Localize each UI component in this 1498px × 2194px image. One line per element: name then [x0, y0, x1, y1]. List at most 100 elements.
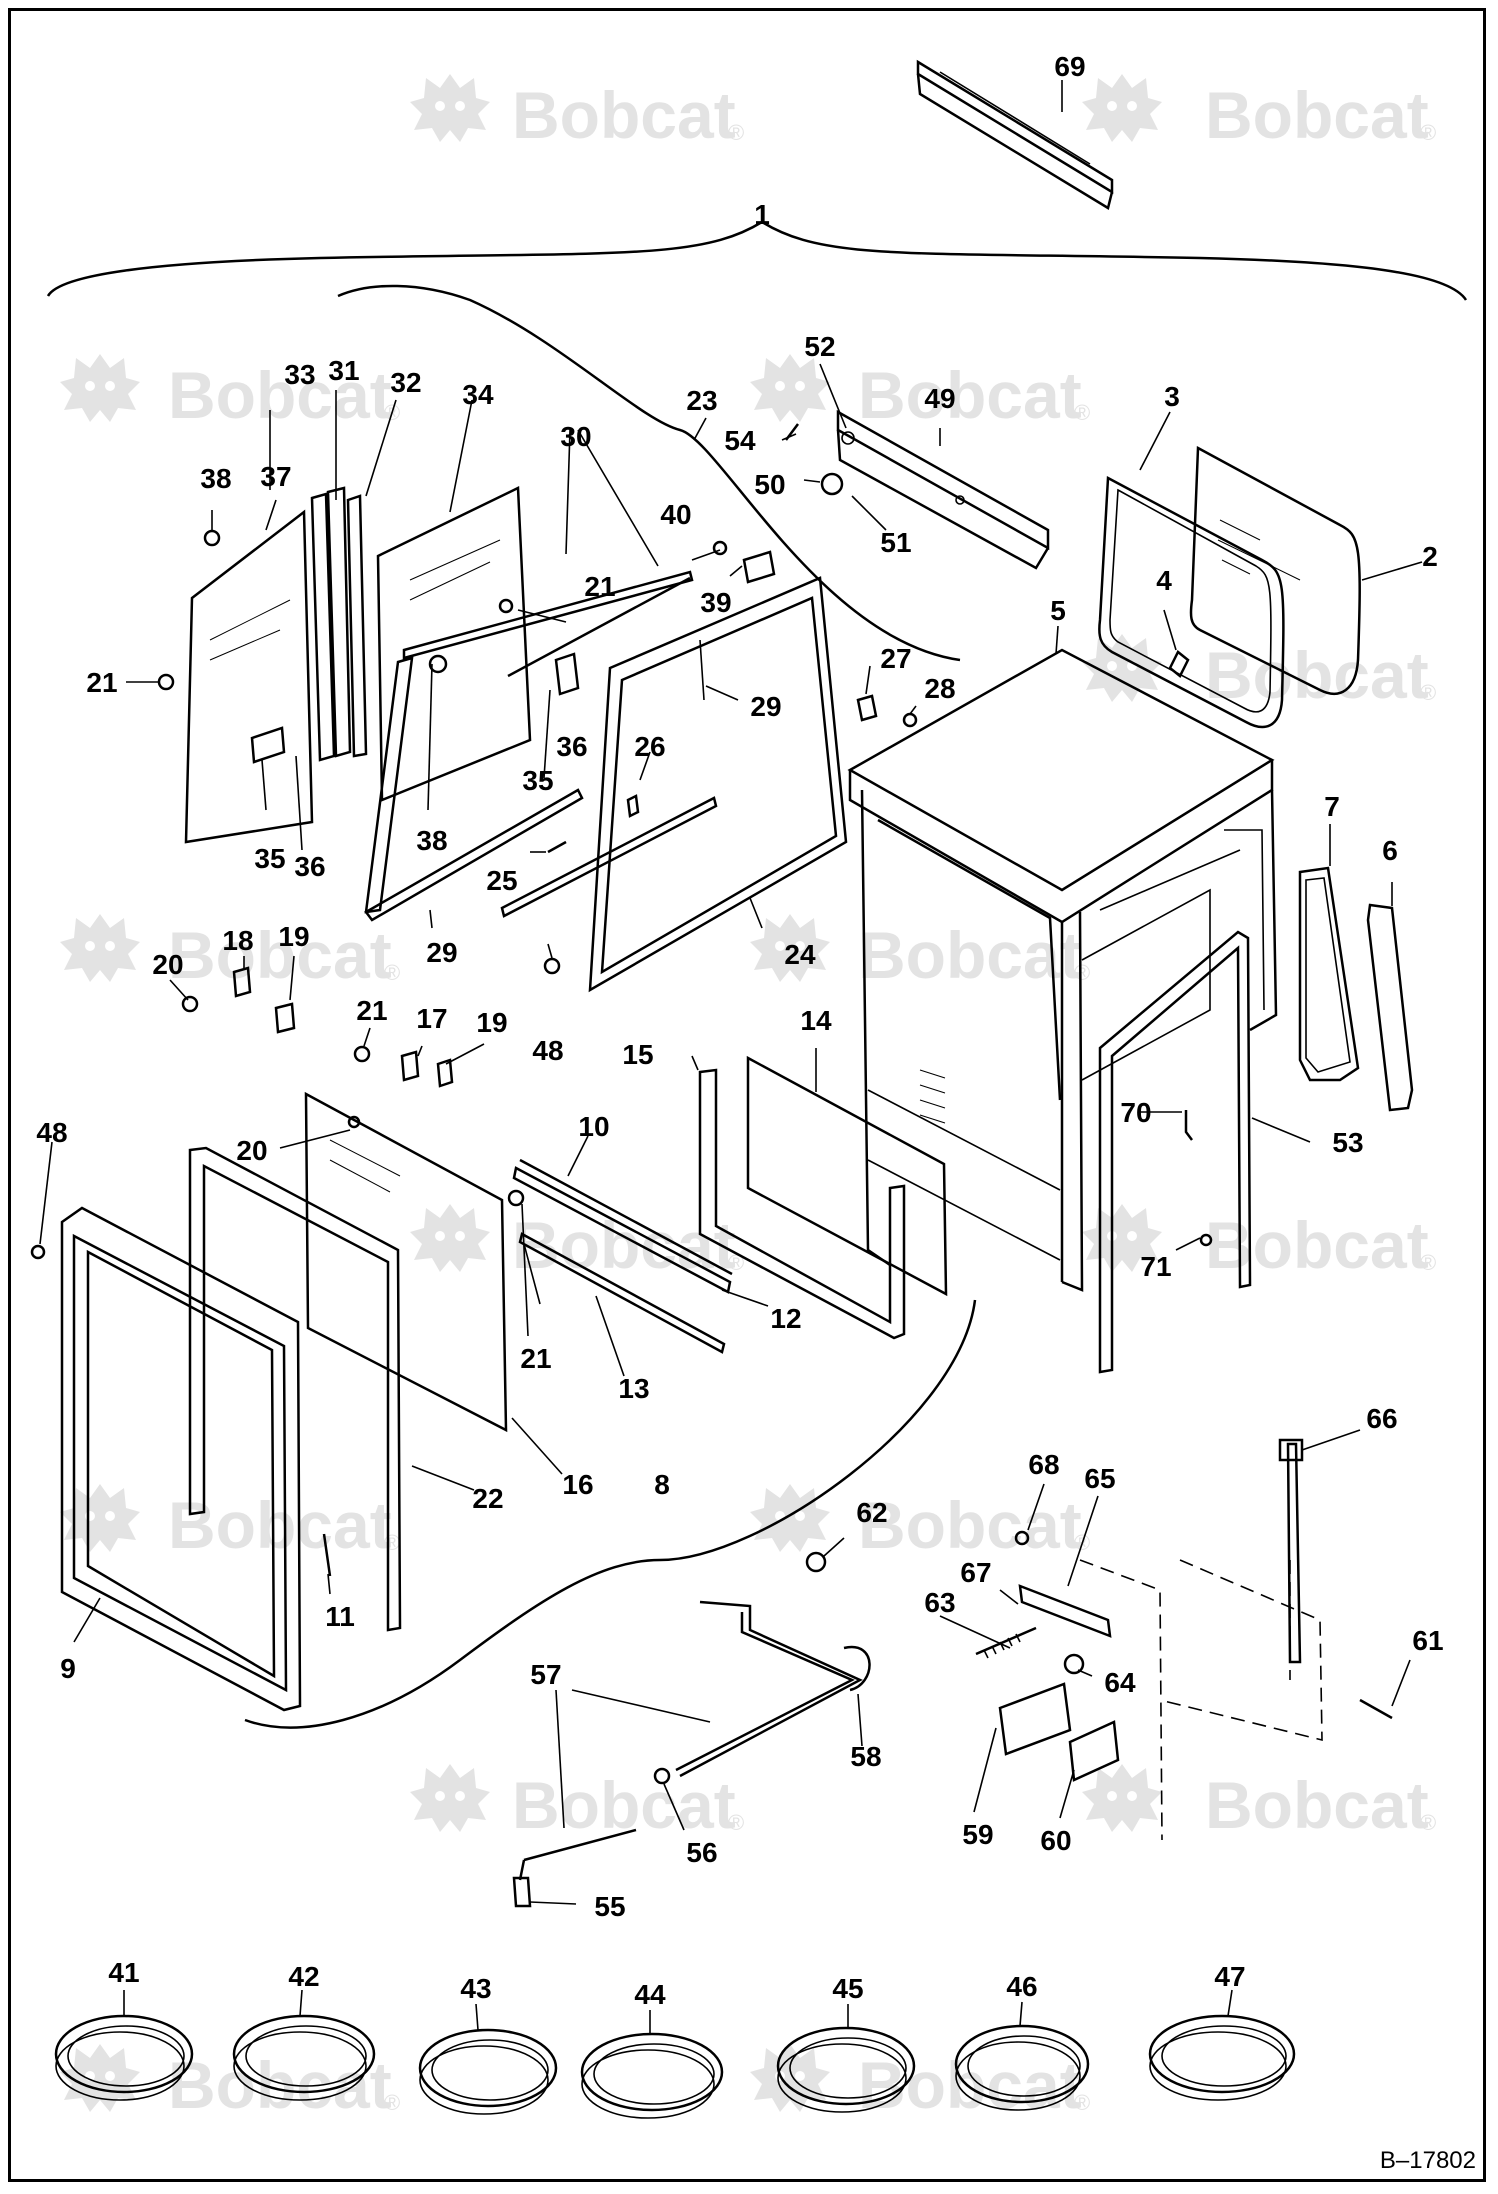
callout-67: 67	[960, 1557, 991, 1588]
seal-15	[698, 1068, 906, 1340]
callout-38: 38	[200, 463, 231, 494]
lever-66	[1278, 1438, 1304, 1664]
nut-64	[1063, 1653, 1085, 1675]
callout-42: 42	[288, 1961, 319, 1992]
callout-62: 62	[856, 1497, 887, 1528]
watermark-registered: ®	[1420, 1810, 1436, 1835]
watermark-registered: ®	[384, 960, 400, 985]
watermark-text: Bobcat	[168, 1488, 392, 1562]
watermark-13: Bobcat ®	[1082, 1764, 1436, 1842]
hinge-17-18-19	[232, 966, 454, 1088]
callout-21: 21	[584, 571, 615, 602]
watermark-text: Bobcat	[1205, 78, 1429, 152]
seal-coil-42	[232, 2014, 376, 2101]
watermark-registered: ®	[728, 120, 744, 145]
callout-69: 69	[1054, 51, 1085, 82]
rear-glass-37	[184, 509, 314, 844]
watermark-text: Bobcat	[1205, 1208, 1429, 1282]
side-window-glass-6	[1366, 903, 1414, 1112]
watermark-4: Bobcat ®	[750, 354, 1090, 432]
diagram-border	[8, 8, 1486, 2182]
callout-51: 51	[880, 527, 911, 558]
callout-57: 57	[530, 1659, 561, 1690]
callout-52: 52	[804, 331, 835, 362]
watermark-text: Bobcat	[168, 358, 392, 432]
rod-57	[518, 1600, 863, 1881]
screw-25	[547, 840, 567, 854]
bolt-71	[1199, 1233, 1213, 1247]
bobcat-head-logo-icon	[1082, 1764, 1162, 1832]
callout-61: 61	[1412, 1625, 1443, 1656]
callout-21d: 21	[520, 1343, 551, 1374]
callout-54: 54	[724, 425, 756, 456]
callout-66: 66	[1366, 1403, 1397, 1434]
bolt-50	[820, 472, 844, 496]
callout-53: 53	[1332, 1127, 1363, 1158]
callout-1: 1	[754, 199, 770, 230]
callout-58: 58	[850, 1741, 881, 1772]
top-window-glass-2	[1189, 445, 1361, 695]
callout-9: 9	[60, 1653, 76, 1684]
callout-71: 71	[1140, 1251, 1171, 1282]
callout-63: 63	[924, 1587, 955, 1618]
callout-4: 4	[1156, 565, 1172, 596]
watermark-15: Bobcat ®	[750, 2044, 1090, 2122]
watermark-8: Bobcat ®	[410, 1204, 744, 1282]
knob-38-right	[428, 654, 448, 674]
callout-65: 65	[1084, 1463, 1115, 1494]
callout-35b: 35	[522, 765, 553, 796]
latch-4	[1168, 650, 1190, 678]
door-frame-53	[1098, 930, 1252, 1374]
bobcat-head-logo-icon	[410, 1204, 490, 1272]
watermark-text: Bobcat	[168, 918, 392, 992]
callout-28: 28	[924, 673, 955, 704]
assembly-1-brace	[46, 220, 1468, 301]
callout-5: 5	[1050, 595, 1066, 626]
callout-48b: 48	[532, 1035, 563, 1066]
upper-rail-49	[836, 409, 1050, 570]
bolt-20	[181, 995, 361, 1129]
bobcat-head-logo-icon	[750, 1484, 830, 1552]
cab-frame-5	[847, 648, 1278, 1292]
watermark-12: Bobcat ®	[410, 1764, 744, 1842]
callout-26: 26	[634, 731, 665, 762]
callout-38b: 38	[416, 825, 447, 856]
lower-window-14	[746, 1055, 948, 1297]
bracket-60	[1068, 1720, 1120, 1782]
watermark-1: Bobcat ®	[410, 74, 744, 152]
bolt-61	[1359, 1698, 1393, 1720]
cross-bracket-69	[916, 59, 1114, 210]
bolt-48-center	[543, 957, 561, 975]
door-glass-16	[304, 1091, 508, 1433]
callout-20b: 20	[236, 1135, 267, 1166]
seal-coil-45	[776, 2026, 916, 2113]
bolt-40	[712, 540, 728, 556]
callout-31: 31	[328, 355, 359, 386]
callout-45: 45	[832, 1973, 863, 2004]
watermark-5: Bobcat ®	[1082, 634, 1436, 712]
rod-end-55	[512, 1876, 532, 1908]
callout-37: 37	[260, 461, 291, 492]
latch-35-right	[554, 652, 580, 696]
clip-26	[626, 794, 640, 818]
spring-63	[975, 1626, 1037, 1659]
figure-reference-code: B–17802	[1380, 2147, 1476, 2174]
callout-11: 11	[325, 1601, 355, 1632]
callout-32: 32	[390, 367, 421, 398]
assembly-8-brace	[244, 1299, 977, 1729]
callout-49: 49	[924, 383, 955, 414]
watermark-text: Bobcat	[512, 78, 736, 152]
channel-30	[402, 570, 694, 678]
nut-56	[653, 1767, 671, 1785]
top-window-seal-3	[1098, 475, 1285, 729]
callout-29: 29	[750, 691, 781, 722]
callout-68: 68	[1028, 1449, 1059, 1480]
bobcat-head-logo-icon	[410, 1764, 490, 1832]
window-frame-29-left	[364, 656, 584, 922]
bolt-48-left	[30, 1244, 46, 1260]
callout-64: 64	[1104, 1667, 1136, 1698]
lower-rail-24	[500, 796, 718, 918]
callout-22: 22	[472, 1483, 503, 1514]
seal-coil-46	[954, 2024, 1090, 2111]
callout-55: 55	[594, 1891, 625, 1922]
